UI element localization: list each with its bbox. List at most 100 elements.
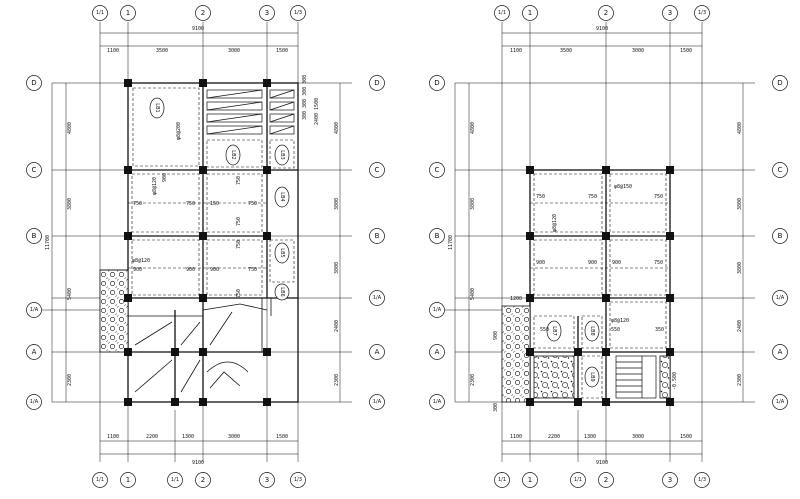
dim-text: 3500 xyxy=(156,48,168,54)
row-label: 1/A xyxy=(433,307,442,313)
right-plan: LB7 LB8 LB9 φ8@150 φ8@120 φ8@120 750 750… xyxy=(429,5,788,488)
axis-label: 1/1 xyxy=(574,477,582,483)
rebar-label: φ8@200 xyxy=(176,122,182,140)
dim-number: 750 xyxy=(236,240,242,249)
dim-text: 2400 xyxy=(737,320,743,332)
rebar-label: φ8@150 xyxy=(614,184,632,190)
slab-label: LB8 xyxy=(589,326,595,335)
axis-label: 1 xyxy=(126,9,130,17)
rebar-label: φ8@120 xyxy=(132,258,150,264)
dim-text: 2200 xyxy=(548,434,560,440)
dim-number: 350 xyxy=(655,327,664,333)
row-label: A xyxy=(32,348,37,356)
dim-text: 3800 xyxy=(67,198,73,210)
dim-number: 900 xyxy=(162,173,168,182)
row-label: 1/A xyxy=(30,399,39,405)
left-dim-lines xyxy=(51,32,341,455)
slab-label: LB3 xyxy=(279,150,285,159)
row-label: D xyxy=(374,79,379,87)
dim-text: 1300 xyxy=(584,434,596,440)
axis-label: 3 xyxy=(265,9,269,17)
axis-label: 2 xyxy=(604,9,608,17)
right-walls xyxy=(529,169,671,403)
left-axis-bottom xyxy=(92,472,306,488)
dim-text: 2300 xyxy=(470,374,476,386)
axis-label: 3 xyxy=(668,476,672,484)
dim-number: 750 xyxy=(654,194,663,200)
row-label: D xyxy=(434,79,439,87)
row-label: C xyxy=(32,166,37,174)
dim-number: 900 xyxy=(536,260,545,266)
row-label: A xyxy=(435,348,440,356)
dim-text: 5400 xyxy=(470,288,476,300)
row-label: A xyxy=(375,348,380,356)
dim-text: 9100 xyxy=(192,460,204,466)
right-axis-top xyxy=(494,5,710,21)
rebar-label: φ8@120 xyxy=(152,177,158,195)
dim-number: 550 xyxy=(540,327,549,333)
rebar-label: φ8@120 xyxy=(552,214,558,232)
dim-text: 3000 xyxy=(632,434,644,440)
row-label: 1/A xyxy=(776,295,785,301)
dim-text: 3500 xyxy=(560,48,572,54)
rebar-label: φ8@120 xyxy=(611,318,629,324)
dim-text: 4800 xyxy=(737,122,743,134)
axis-label: 1/1 xyxy=(96,10,104,16)
left-axis-top xyxy=(92,5,306,21)
axis-label: 1/1 xyxy=(96,477,104,483)
dim-number: 750 xyxy=(654,260,663,266)
slab-label: LB1 xyxy=(154,103,160,112)
dim-text: 2300 xyxy=(334,374,340,386)
axis-label: 1/3 xyxy=(698,10,706,16)
row-label: D xyxy=(31,79,36,87)
dim-text: 5400 xyxy=(67,288,73,300)
right-dim-lines xyxy=(454,32,744,455)
dim-number: 750 xyxy=(248,201,257,207)
axis-label: 2 xyxy=(201,476,205,484)
left-slab-edges xyxy=(128,87,295,296)
left-row-bubbles xyxy=(26,75,385,410)
right-hatched-shaft xyxy=(501,305,531,403)
dim-text: 1300 xyxy=(182,434,194,440)
dim-text: 9100 xyxy=(596,26,608,32)
left-walls xyxy=(127,82,299,403)
slab-label: LB4 xyxy=(279,192,285,201)
dim-text: 3800 xyxy=(470,198,476,210)
dim-number: 300 xyxy=(493,403,499,412)
dim-number: 900 xyxy=(210,267,219,273)
dim-text: 2400 xyxy=(334,320,340,332)
dim-text: 1100 xyxy=(510,434,522,440)
dim-text: 3800 xyxy=(737,262,743,274)
axis-label: 1/3 xyxy=(698,477,706,483)
slab-label: LB5 xyxy=(279,248,285,257)
row-label: A xyxy=(778,348,783,356)
axis-label: 2 xyxy=(201,9,205,17)
right-columns xyxy=(526,166,674,406)
slab-label: LB6 xyxy=(279,287,285,296)
axis-label: 1/1 xyxy=(171,477,179,483)
right-axis-bottom xyxy=(494,472,710,488)
axis-label: 3 xyxy=(265,476,269,484)
row-label: D xyxy=(777,79,782,87)
slab-label: LB2 xyxy=(230,150,236,159)
dim-number: 900 xyxy=(493,331,499,340)
dim-text: 11700 xyxy=(45,235,51,250)
slab-label: LB9 xyxy=(589,372,595,381)
dim-number: 900 xyxy=(612,260,621,266)
dim-text: 1100 xyxy=(107,48,119,54)
dim-text: 3000 xyxy=(632,48,644,54)
dim-number: 900 xyxy=(186,267,195,273)
row-label: C xyxy=(375,166,380,174)
row-label: B xyxy=(778,232,783,240)
dim-number: 550 xyxy=(611,327,620,333)
dim-text: 1500 xyxy=(680,434,692,440)
row-label: 1/A xyxy=(373,295,382,301)
dim-text: 2300 xyxy=(67,374,73,386)
right-hatched-area xyxy=(533,355,575,399)
dim-text: 3800 xyxy=(737,198,743,210)
left-slab-ellipses xyxy=(149,97,290,301)
dim-number: 750 xyxy=(588,194,597,200)
row-label: C xyxy=(435,166,440,174)
dim-number: 750 xyxy=(248,267,257,273)
left-stair-treads xyxy=(206,89,295,135)
